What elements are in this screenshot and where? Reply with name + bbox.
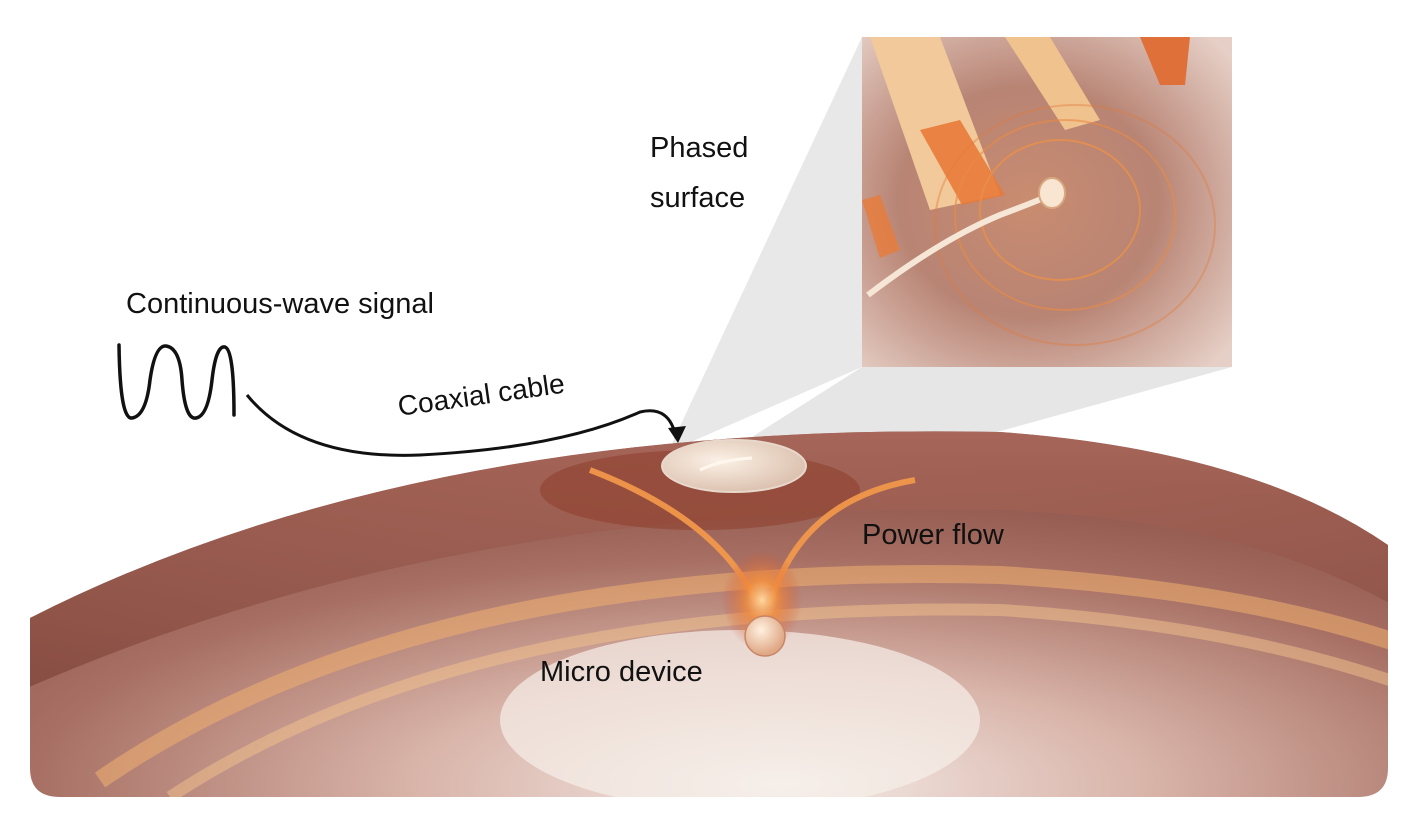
micro-device xyxy=(744,615,786,657)
coaxial-cable xyxy=(245,394,678,457)
label-micro-device: Micro device xyxy=(540,656,703,688)
continuous-wave-icon xyxy=(117,343,236,420)
zoom-callout xyxy=(668,37,862,452)
label-power-flow: Power flow xyxy=(862,519,1004,551)
label-continuous-wave-signal: Continuous-wave signal xyxy=(126,288,434,320)
coaxial-cable-arrowhead xyxy=(668,426,686,443)
phased-surface-pad xyxy=(661,439,807,493)
phased-surface-inset xyxy=(862,37,1232,367)
